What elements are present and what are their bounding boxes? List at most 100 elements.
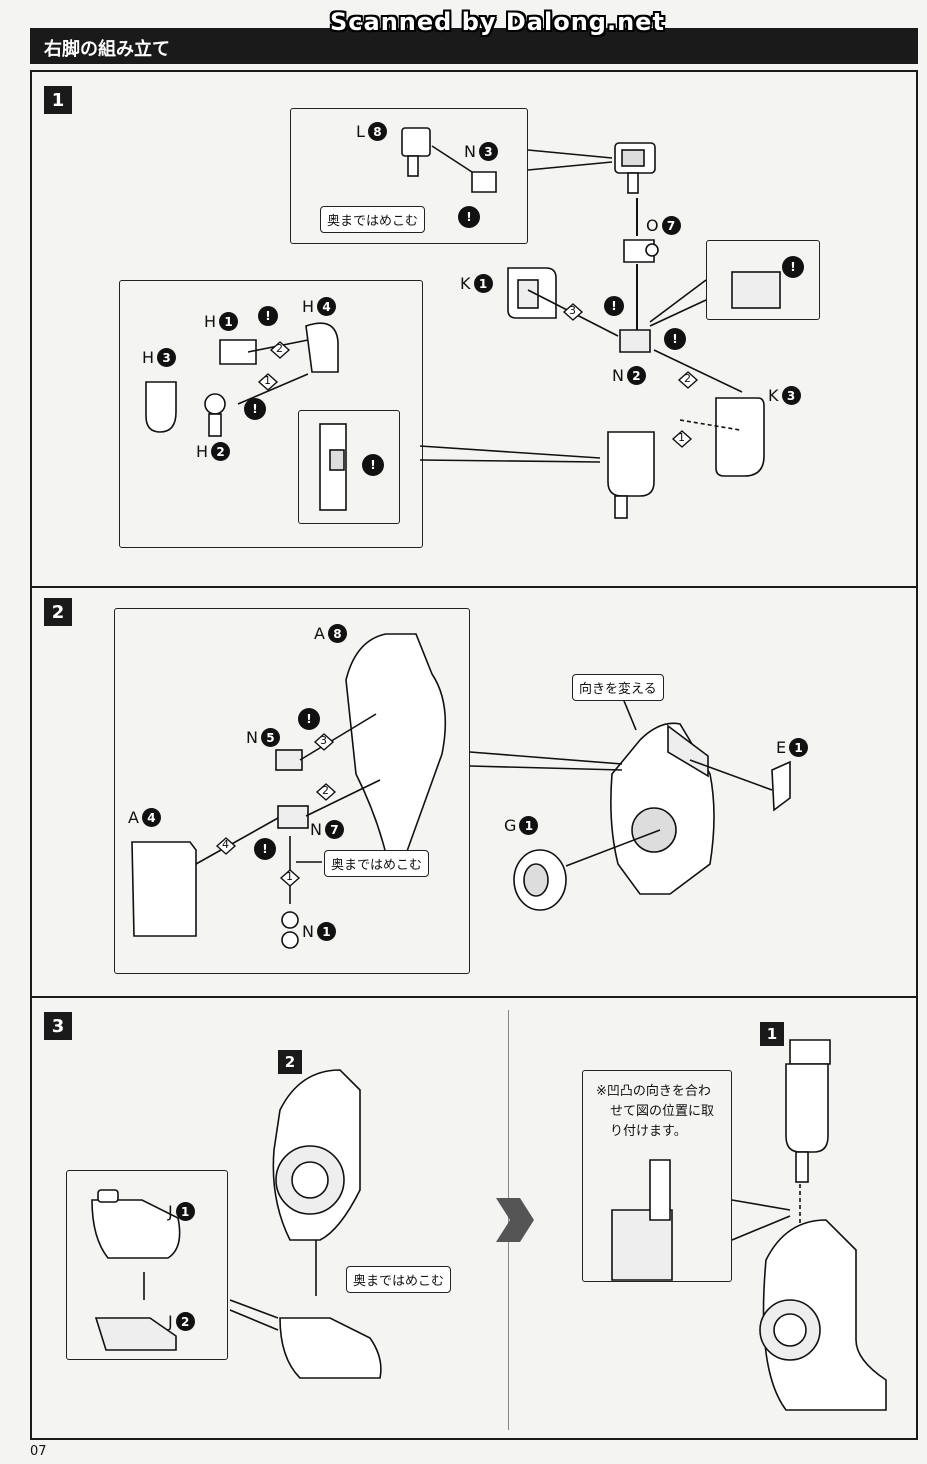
exclamation-circle-icon: !: [604, 296, 624, 316]
step-number-1: 1: [44, 86, 72, 114]
section-title: 右脚の組み立て: [44, 39, 170, 60]
part-number-badge: 8: [327, 624, 347, 643]
part-foot-base: [279, 1317, 382, 1379]
part-number-badge: 2: [211, 442, 231, 461]
ref-number-1: 1: [760, 1022, 784, 1046]
part-number-badge: 3: [157, 348, 177, 367]
order-diamond-1-left: [257, 373, 279, 391]
part-label-j2: J 2: [168, 1312, 195, 1331]
part-n1-base: [281, 931, 299, 949]
part-number-badge: 4: [141, 808, 161, 827]
part-number-badge: 3: [781, 386, 801, 405]
part-number-badge: 3: [478, 142, 498, 161]
step-number-3: 3: [44, 1012, 72, 1040]
part-number-badge: 2: [175, 1312, 195, 1331]
order-diamond-1: [279, 869, 301, 887]
part-number-badge: 1: [175, 1202, 195, 1221]
section-header-bar: [30, 28, 918, 64]
order-number-3: 3: [569, 304, 576, 317]
watermark: Scanned by Dalong.net: [330, 8, 665, 36]
part-n5: [275, 749, 303, 771]
part-label-h4: H 4: [302, 297, 337, 316]
callout-push-in: 奥まではめこむ: [320, 206, 426, 233]
part-ankle-peg: [627, 172, 639, 194]
part-leg-assembled: [610, 722, 715, 895]
order-diamond-1-right: [671, 430, 693, 448]
step-number-2: 2: [44, 598, 72, 626]
exclamation-circle-icon: !: [664, 328, 686, 350]
part-label-a8: A 8: [314, 624, 347, 643]
order-diamond-3: [313, 733, 335, 751]
part-n3: [471, 171, 497, 193]
note-line: ※凹凸の向きを合わ: [596, 1084, 711, 1099]
part-number-badge: 5: [260, 728, 280, 747]
part-label-n5: N 5: [246, 728, 280, 747]
part-label-a4: A 4: [128, 808, 161, 827]
part-label-h3: H 3: [142, 348, 177, 367]
order-number-4: 4: [222, 838, 229, 851]
part-j1: [91, 1199, 181, 1259]
order-diamond-2-left: [269, 341, 291, 359]
part-number-badge: 1: [789, 738, 809, 757]
part-k3: [715, 397, 765, 477]
part-o7: [623, 239, 655, 263]
ref-number-2: 2: [278, 1050, 302, 1074]
part-label-k1: K 1: [460, 274, 493, 293]
part-ankle-socket: [621, 149, 645, 167]
note-line: り付けます。: [610, 1124, 687, 1139]
part-n7: [277, 805, 309, 829]
exclamation-circle-icon: !: [458, 206, 480, 228]
callout-push-in: 奥まではめこむ: [324, 850, 430, 877]
part-label-j1: J 1: [168, 1202, 195, 1221]
part-label-n3: N 3: [464, 142, 498, 161]
page-number: 07: [30, 1444, 47, 1459]
part-label-k3: K 3: [768, 386, 801, 405]
part-label-n2: N 2: [612, 366, 646, 385]
part-number-badge: 1: [473, 274, 493, 293]
part-number-badge: 1: [519, 816, 539, 835]
step-3-frame: [30, 996, 918, 1440]
exclamation-circle-icon: !: [244, 398, 266, 420]
order-number-1: 1: [678, 431, 685, 444]
part-h4: [305, 322, 339, 373]
part-j2: [94, 1317, 177, 1351]
part-n1-ball: [281, 911, 299, 929]
part-n2: [619, 329, 651, 353]
part-h3: [145, 381, 177, 433]
part-label-o7: O 7: [646, 216, 681, 235]
exclamation-circle-icon: !: [362, 454, 384, 476]
dark-arrow-right-icon: [496, 1198, 534, 1242]
part-h1: [219, 339, 257, 365]
order-number-1: 1: [286, 870, 293, 883]
step-3-divider: [508, 1010, 509, 1430]
part-label-e1: E 1: [776, 738, 809, 757]
exclamation-circle-icon: !: [782, 256, 804, 278]
part-number-badge: 8: [367, 122, 387, 141]
part-a8: [345, 633, 447, 855]
part-number-badge: 4: [317, 297, 337, 316]
part-e1: [771, 760, 791, 812]
part-ankle-top: [789, 1039, 831, 1065]
part-label-h1: H 1: [204, 312, 239, 331]
part-number-badge: 7: [661, 216, 681, 235]
note-line: せて図の位置に取: [610, 1104, 715, 1119]
exclamation-circle-icon: !: [258, 306, 278, 326]
part-a4: [131, 841, 197, 937]
order-number-2: 2: [322, 784, 329, 797]
part-label-h2: H 2: [196, 442, 231, 461]
callout-push-in: 奥まではめこむ: [346, 1266, 452, 1293]
alignment-note: ※凹凸の向きを合わ せて図の位置に取 り付けます。: [596, 1082, 714, 1142]
exclamation-circle-icon: !: [298, 708, 320, 730]
part-label-n7: N 7: [310, 820, 344, 839]
order-diamond-2-right: [677, 371, 699, 389]
exclamation-circle-icon: !: [254, 838, 276, 860]
part-label-l8: L 8: [356, 122, 387, 141]
part-number-badge: 7: [324, 820, 344, 839]
order-diamond-4: [215, 837, 237, 855]
order-diamond-2: [315, 783, 337, 801]
order-number-3: 3: [320, 734, 327, 747]
part-label-n1: N 1: [302, 922, 336, 941]
part-number-badge: 1: [316, 922, 336, 941]
